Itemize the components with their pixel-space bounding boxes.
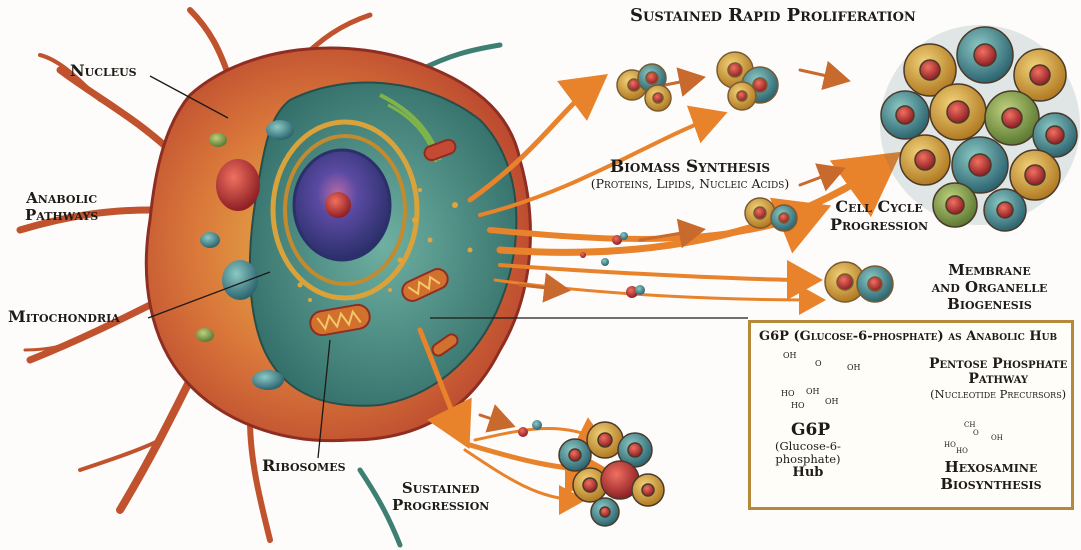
hub-center-title: G6P	[791, 420, 830, 440]
hub-ppp-line2: Pathway	[929, 372, 1067, 387]
label-ribosomes: Ribosomes	[262, 457, 346, 475]
label-anabolic-line1: Anabolic	[25, 190, 98, 207]
molecules	[518, 232, 645, 437]
label-sustained-progression: Sustained Progression	[392, 480, 489, 514]
hub-ppp-line1: Pentose Phosphate	[929, 357, 1067, 372]
label-cell-cycle-progression: Cell Cycle Progression	[830, 198, 928, 234]
biomass-title: Biomass Synthesis	[572, 158, 808, 177]
sustained-progression-line1: Sustained	[392, 480, 489, 497]
molecule-atom-o: O	[815, 359, 822, 368]
membrane-line3: Biogenesis	[912, 296, 1067, 313]
cell-cluster-bottom	[559, 422, 664, 526]
label-mitochondria: Mitochondria	[8, 308, 120, 326]
hub-center-sub: (Glucose-6- phosphate) Hub	[775, 440, 841, 481]
biomass-subtitle: (Proteins, Lipids, Nucleic Acids)	[572, 177, 808, 191]
molecule-atom-ho-left: HO	[781, 389, 795, 398]
g6p-hub-panel: G6P (Glucose-6-phosphate) as Anabolic Hu…	[748, 320, 1074, 510]
label-nucleus: Nucleus	[70, 62, 137, 80]
sustained-progression-line2: Progression	[392, 497, 489, 514]
molecule2-atom-ho-low: HO	[956, 447, 968, 455]
molecule-atom-oh-right: OH	[847, 363, 861, 372]
molecule-atom-oh-bottom: OH	[825, 397, 839, 406]
hub-ppp: Pentose Phosphate Pathway (Nucleotide Pr…	[929, 357, 1067, 400]
hub-hex-line2: Biosynthesis	[921, 476, 1061, 493]
molecule2-atom-ho: HO	[944, 441, 956, 449]
molecule2-atom-ch: CH	[964, 421, 975, 429]
label-anabolic-line2: Pathways	[25, 207, 98, 224]
molecule2-atom-oh: OH	[991, 434, 1003, 442]
molecule-atom-oh-top: OH	[783, 351, 797, 360]
molecule-atom-oh-mid: OH	[806, 387, 820, 396]
molecule2-atom-o: O	[973, 429, 979, 437]
cell-cycle-line2: Progression	[830, 216, 928, 234]
label-membrane-biogenesis: Membrane and Organelle Biogenesis	[912, 262, 1067, 312]
label-biomass-synthesis: Biomass Synthesis (Proteins, Lipids, Nuc…	[572, 158, 808, 191]
membrane-line2: and Organelle	[912, 279, 1067, 296]
hub-title: G6P (Glucose-6-phosphate) as Anabolic Hu…	[759, 329, 1057, 344]
hub-hexosamine: Hexosamine Biosynthesis	[921, 459, 1061, 493]
label-sustained-rapid-proliferation: Sustained Rapid Proliferation	[630, 6, 916, 26]
hub-center-sub-3: Hub	[775, 466, 841, 481]
nucleus	[294, 150, 390, 260]
cell-cycle-line1: Cell Cycle	[830, 198, 928, 216]
membrane-line1: Membrane	[912, 262, 1067, 279]
label-anabolic-pathways: Anabolic Pathways	[25, 190, 98, 224]
molecule-atom-ho-low: HO	[791, 401, 805, 410]
hub-hex-line1: Hexosamine	[921, 459, 1061, 476]
hub-ppp-sub: (Nucleotide Precursors)	[929, 388, 1067, 401]
